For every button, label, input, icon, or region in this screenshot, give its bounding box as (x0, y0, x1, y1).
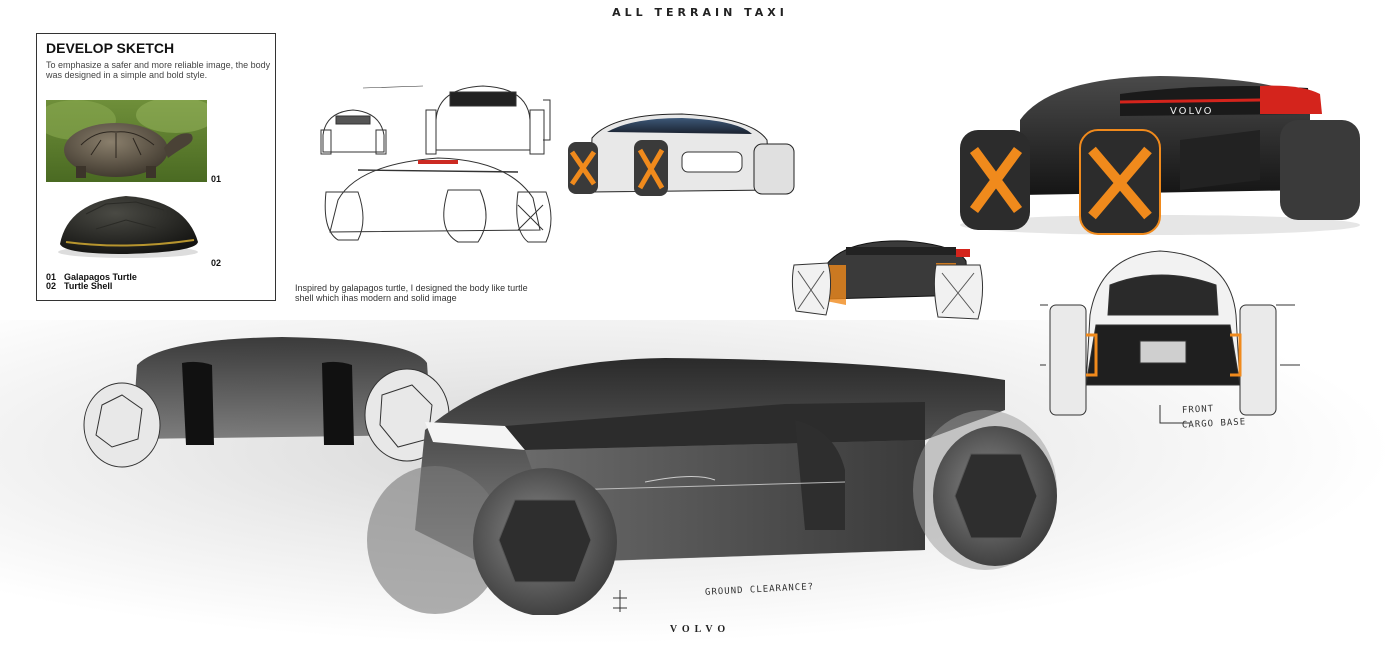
panel-intro-text: To emphasize a safer and more reliable i… (46, 60, 271, 80)
rear-render-sketch: VOLVO (960, 76, 1360, 235)
main-perspective-sketch (367, 358, 1057, 615)
photo-number-02: 02 (211, 258, 222, 268)
tortoise-photo (46, 100, 207, 182)
page-title: ALL TERRAIN TAXI (612, 6, 788, 19)
top-view-sketch (791, 240, 984, 320)
side-sketch-orange-wheels (568, 113, 795, 196)
inspiration-note: Inspired by galapagos turtle, I designed… (295, 283, 528, 303)
brand-wordmark: VOLVO (669, 624, 731, 635)
photo-number-01: 01 (211, 174, 222, 184)
rear-badge-text: VOLVO (1170, 106, 1214, 117)
front-note: FRONT (1181, 404, 1215, 416)
turtle-shell-photo (46, 184, 207, 264)
line-sketch-cluster (320, 85, 552, 243)
panel-heading: DEVELOP SKETCH (46, 40, 175, 56)
front-cargo-sketch (1040, 250, 1300, 424)
develop-sketch-panel: DEVELOP SKETCH To emphasize a safer and … (36, 33, 276, 301)
